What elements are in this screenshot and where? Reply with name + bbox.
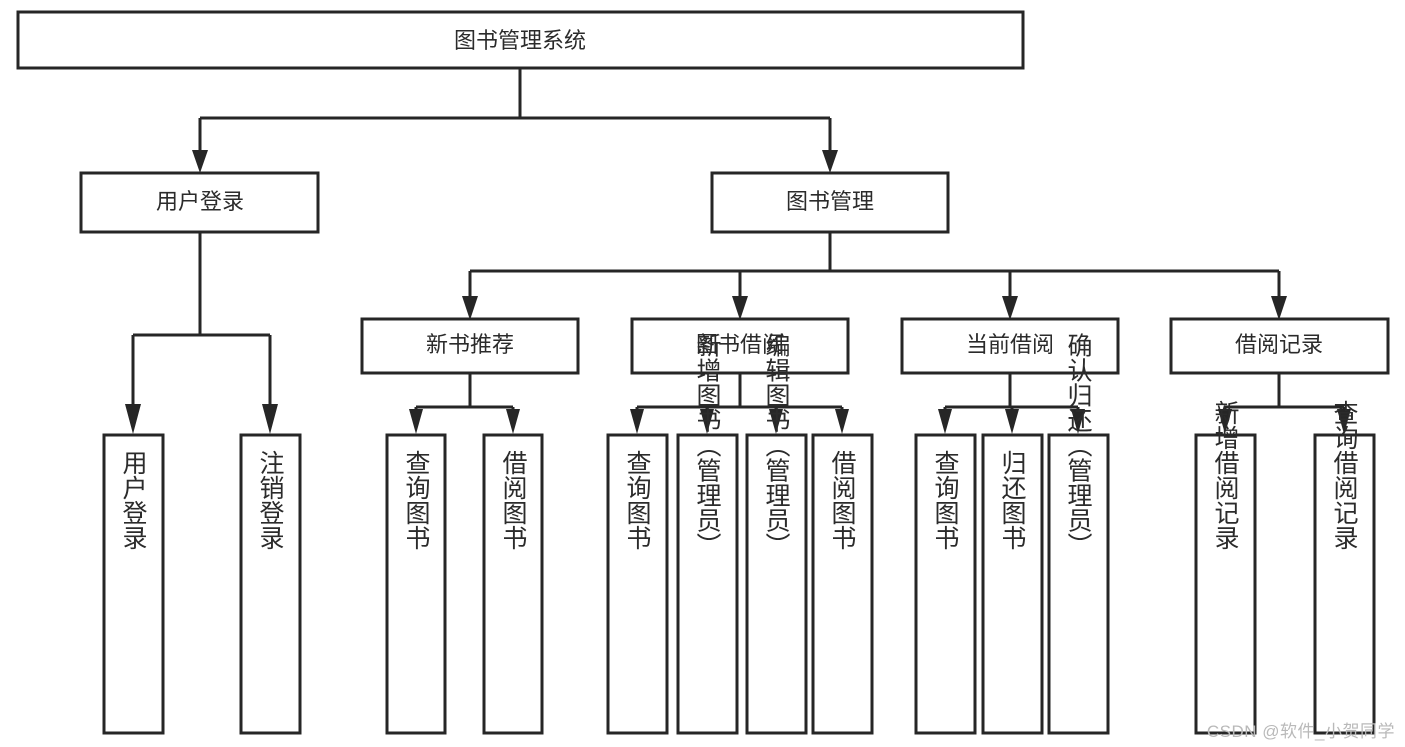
node-box[interactable]: [710, 171, 950, 234]
arrow-head-icon: [1002, 296, 1018, 320]
arrow-head-icon: [1337, 409, 1351, 434]
leaf-recommend-query-book[interactable]: 查询图书: [385, 433, 447, 735]
arrow-head-icon: [1271, 296, 1287, 320]
arrow-head-icon: [822, 150, 838, 173]
leaf-borrow-add-book[interactable]: 新增图书（管理员）: [676, 333, 739, 735]
leaf-user-logout[interactable]: 注销登录: [239, 433, 302, 735]
node-label: 查询借阅记录: [1330, 400, 1359, 550]
arrow-head-icon: [1071, 409, 1085, 434]
leaf-borrow-edit-book[interactable]: 编辑图书（管理员）: [745, 333, 808, 735]
node-label: 归还图书: [998, 450, 1027, 550]
arrow-head-icon: [125, 404, 141, 434]
node-box[interactable]: [482, 433, 544, 735]
node-label: 注销登录: [256, 450, 285, 550]
node-box[interactable]: [914, 433, 977, 735]
arrow-head-icon: [262, 404, 278, 434]
node-box[interactable]: [102, 433, 165, 735]
node-box[interactable]: [16, 10, 1025, 70]
node-box[interactable]: [239, 433, 302, 735]
arrow-head-icon: [732, 296, 748, 320]
arrow-head-icon: [700, 409, 714, 434]
leaf-recommend-borrow-book[interactable]: 借阅图书: [482, 433, 544, 735]
node-label: 编辑图书（管理员）: [762, 333, 791, 558]
node-label: 借阅记录: [1235, 332, 1323, 357]
node-label: 新增图书（管理员）: [693, 333, 722, 558]
node-box[interactable]: [745, 433, 808, 735]
arrow-head-icon: [1005, 409, 1019, 434]
node-book-borrow[interactable]: 图书借阅: [630, 317, 850, 375]
node-label: 当前借阅: [966, 332, 1054, 357]
node-label: 图书借阅: [696, 332, 784, 357]
connector-group: [125, 69, 1351, 434]
node-box[interactable]: [1169, 317, 1390, 375]
leaf-borrow-borrow-book[interactable]: 借阅图书: [811, 433, 874, 735]
leaf-user-login[interactable]: 用户登录: [102, 433, 165, 735]
leaf-record-query-record[interactable]: 查询借阅记录: [1313, 400, 1376, 735]
node-box[interactable]: [981, 433, 1044, 735]
leaf-current-confirm-return[interactable]: 确认归还（管理员）: [1047, 333, 1110, 735]
node-book-management[interactable]: 图书管理: [710, 171, 950, 234]
node-box[interactable]: [1047, 433, 1110, 735]
node-user-login[interactable]: 用户登录: [79, 171, 320, 234]
node-label: 借阅图书: [828, 450, 857, 550]
leaf-record-add-record[interactable]: 新增借阅记录: [1194, 400, 1257, 735]
node-label: 查询图书: [931, 450, 960, 550]
node-box[interactable]: [811, 433, 874, 735]
node-label: 用户登录: [119, 450, 148, 550]
node-label: 图书管理: [786, 189, 874, 214]
node-borrow-record[interactable]: 借阅记录: [1169, 317, 1390, 375]
arrow-head-icon: [1218, 409, 1232, 434]
arrow-head-icon: [835, 409, 849, 434]
node-label: 查询图书: [402, 450, 431, 550]
node-box[interactable]: [1313, 433, 1376, 735]
arrow-head-icon: [462, 296, 478, 320]
arrow-head-icon: [409, 409, 423, 434]
arrow-head-icon: [506, 409, 520, 434]
node-box[interactable]: [606, 433, 669, 735]
node-label: 新书推荐: [426, 332, 514, 357]
node-box[interactable]: [385, 433, 447, 735]
node-label: 用户登录: [156, 189, 244, 214]
node-current-borrow[interactable]: 当前借阅: [900, 317, 1120, 375]
node-box[interactable]: [360, 317, 580, 375]
node-box[interactable]: [79, 171, 320, 234]
node-label: 图书管理系统: [454, 28, 586, 53]
node-box[interactable]: [630, 317, 850, 375]
node-label: 新增借阅记录: [1211, 400, 1240, 550]
node-new-book-recommend[interactable]: 新书推荐: [360, 317, 580, 375]
leaf-current-query-book[interactable]: 查询图书: [914, 433, 977, 735]
arrow-head-icon: [630, 409, 644, 434]
node-label: 确认归还（管理员）: [1064, 333, 1093, 558]
arrow-head-icon: [769, 409, 783, 434]
node-label: 查询图书: [623, 450, 652, 550]
arrow-head-icon: [938, 409, 952, 434]
leaf-borrow-query-book[interactable]: 查询图书: [606, 433, 669, 735]
node-box[interactable]: [676, 433, 739, 735]
node-box[interactable]: [1194, 433, 1257, 735]
leaf-current-return-book[interactable]: 归还图书: [981, 433, 1044, 735]
node-root-system[interactable]: 图书管理系统: [16, 10, 1025, 70]
arrow-head-icon: [192, 150, 208, 173]
node-box[interactable]: [900, 317, 1120, 375]
node-label: 借阅图书: [499, 450, 528, 550]
